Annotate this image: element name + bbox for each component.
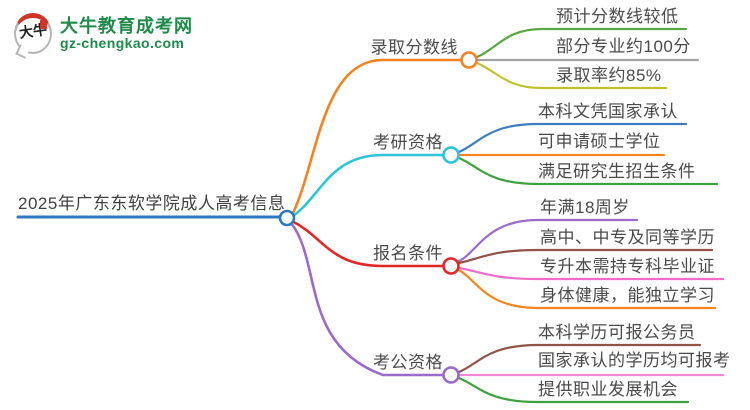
root-node-circle[interactable] bbox=[278, 209, 296, 227]
branch-node-circle-registration-requirements[interactable] bbox=[442, 257, 460, 275]
branch-label-postgrad-eligibility[interactable]: 考研资格 bbox=[373, 133, 443, 152]
leaf-label-age-18[interactable]: 年满18周岁 bbox=[540, 198, 630, 217]
branch-node-circle-civil-service-eligibility[interactable] bbox=[442, 366, 460, 384]
branch-line-admission-scores bbox=[291, 58, 463, 215]
leaf-line-meet-postgrad-conditions bbox=[457, 156, 719, 186]
leaf-label-career-opportunities[interactable]: 提供职业发展机会 bbox=[538, 380, 678, 399]
leaf-label-expected-low-score[interactable]: 预计分数线较低 bbox=[556, 7, 679, 26]
branch-label-admission-scores[interactable]: 录取分数线 bbox=[370, 38, 458, 57]
leaf-line-age-18 bbox=[457, 218, 639, 263]
branch-line-postgrad-eligibility bbox=[291, 153, 445, 218]
brand-name: 大牛教育成考网 bbox=[60, 16, 193, 36]
leaf-line-healthy-independent-study bbox=[457, 268, 717, 310]
logo-icon: 大牛 bbox=[14, 13, 52, 59]
brand-domain: gz-chengkao.com bbox=[60, 35, 185, 51]
leaf-line-expected-low-score bbox=[475, 27, 688, 59]
leaf-label-healthy-independent-study[interactable]: 身体健康，能独立学习 bbox=[540, 286, 715, 305]
leaf-line-career-opportunities bbox=[457, 376, 690, 404]
leaf-label-college-diploma-required[interactable]: 专升本需持专科毕业证 bbox=[540, 257, 715, 276]
leaf-label-bachelor-civil-servant[interactable]: 本科学历可报公务员 bbox=[538, 323, 696, 342]
branch-line-civil-service-eligibility bbox=[289, 221, 445, 377]
logo-text-block: 大牛教育成考网 gz-chengkao.com bbox=[60, 13, 193, 51]
leaf-label-apply-master-degree[interactable]: 可申请硕士学位 bbox=[538, 132, 661, 151]
leaf-label-recognized-degrees-apply[interactable]: 国家承认的学历均可报考 bbox=[538, 351, 731, 370]
leaf-line-admission-rate-85 bbox=[475, 61, 668, 90]
leaf-line-highschool-equivalent bbox=[457, 248, 714, 265]
branch-node-circle-admission-scores[interactable] bbox=[460, 51, 478, 69]
leaf-label-diploma-state-recognized[interactable]: 本科文凭国家承认 bbox=[538, 102, 678, 121]
branch-label-civil-service-eligibility[interactable]: 考公资格 bbox=[373, 353, 443, 372]
logo-seal-icon bbox=[40, 20, 47, 29]
leaf-line-college-diploma-required bbox=[457, 266, 725, 281]
leaf-line-diploma-state-recognized bbox=[457, 122, 688, 154]
root-node-label[interactable]: 2025年广东东软学院成人高考信息 bbox=[18, 194, 286, 213]
leaf-label-meet-postgrad-conditions[interactable]: 满足研究生招生条件 bbox=[538, 162, 696, 181]
branch-label-registration-requirements[interactable]: 报名条件 bbox=[373, 244, 443, 263]
leaf-line-bachelor-civil-servant bbox=[457, 343, 702, 374]
branch-node-circle-postgrad-eligibility[interactable] bbox=[442, 146, 460, 164]
leaf-label-admission-rate-85[interactable]: 录取率约85% bbox=[556, 66, 662, 85]
leaf-label-highschool-equivalent[interactable]: 高中、中专及同等学历 bbox=[540, 228, 715, 247]
branch-line-registration-requirements bbox=[290, 219, 444, 268]
leaf-label-some-majors-100[interactable]: 部分专业约100分 bbox=[556, 37, 691, 56]
site-logo[interactable]: 大牛 大牛教育成考网 gz-chengkao.com bbox=[14, 13, 193, 59]
